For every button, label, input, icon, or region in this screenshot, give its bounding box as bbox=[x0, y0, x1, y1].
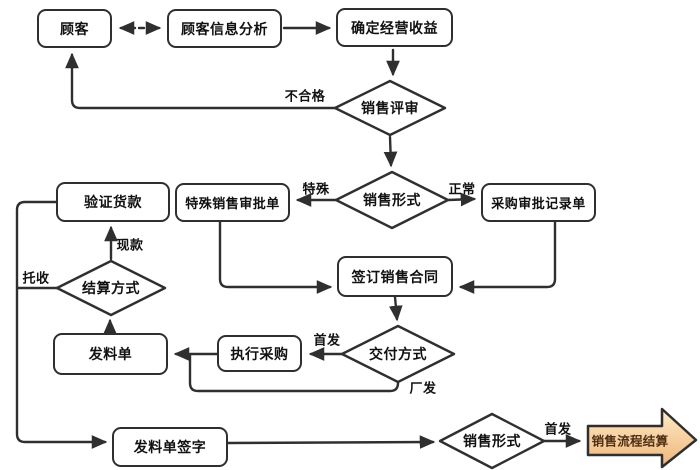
edge-label-first-shipment-2: 首发 bbox=[544, 422, 572, 438]
node-purchase-approval-record: 采购审批记录单 bbox=[481, 183, 596, 222]
diamond-delivery-method bbox=[340, 324, 456, 384]
edge-purchase-contract bbox=[458, 220, 557, 294]
diamond-sales-form bbox=[334, 170, 450, 230]
node-execute-purchase: 执行采购 bbox=[217, 335, 302, 372]
edge-label-collection: 托收 bbox=[22, 271, 50, 287]
edge-special-contract bbox=[218, 220, 333, 294]
node-material-issue-form: 发料单 bbox=[53, 333, 168, 375]
edge-left-rail bbox=[15, 200, 108, 449]
node-sales-form-label: 销售形式 bbox=[363, 193, 421, 209]
edge-label-cash: 现款 bbox=[116, 238, 144, 254]
edge-label-first-shipment: 首发 bbox=[313, 333, 341, 349]
node-sales-form-2-label: 销售形式 bbox=[463, 434, 521, 450]
node-sign-sales-contract: 签订销售合同 bbox=[337, 256, 453, 297]
node-special-sales-approval: 特殊销售审批单 bbox=[175, 183, 290, 222]
edge-label-unqualified: 不合格 bbox=[284, 89, 326, 105]
edge-label-special: 特殊 bbox=[302, 182, 330, 198]
node-material-issue-form-sign: 发料单签字 bbox=[112, 427, 228, 467]
node-customer: 顾客 bbox=[37, 9, 112, 48]
diamond-settlement-method bbox=[55, 259, 167, 317]
diamond-sales-review bbox=[333, 79, 447, 137]
node-settlement-method-label: 结算方式 bbox=[82, 281, 140, 297]
node-delivery-method-label: 交付方式 bbox=[369, 347, 427, 363]
end-arrow-shape bbox=[586, 407, 698, 469]
diamond-sales-form-2 bbox=[438, 412, 546, 470]
edge-salesform-purchase bbox=[446, 192, 477, 207]
edge-review-customer bbox=[65, 52, 337, 110]
edge-sign-salesform2 bbox=[226, 435, 436, 449]
edge-label-normal: 正常 bbox=[448, 182, 476, 198]
edge-review-salesform bbox=[383, 135, 398, 168]
edge-contract-delivery bbox=[388, 295, 403, 322]
node-sales-process-settlement-label: 销售流程结算 bbox=[591, 433, 669, 449]
edge-label-factory-shipment: 厂发 bbox=[409, 381, 437, 397]
edge-delivery-factory bbox=[188, 353, 400, 393]
node-sales-review-label: 销售评审 bbox=[361, 101, 419, 117]
node-customer-info-analysis: 顾客信息分析 bbox=[167, 9, 282, 48]
node-determine-revenue: 确定经营收益 bbox=[336, 8, 453, 47]
node-verify-payment: 验证货款 bbox=[56, 182, 170, 222]
